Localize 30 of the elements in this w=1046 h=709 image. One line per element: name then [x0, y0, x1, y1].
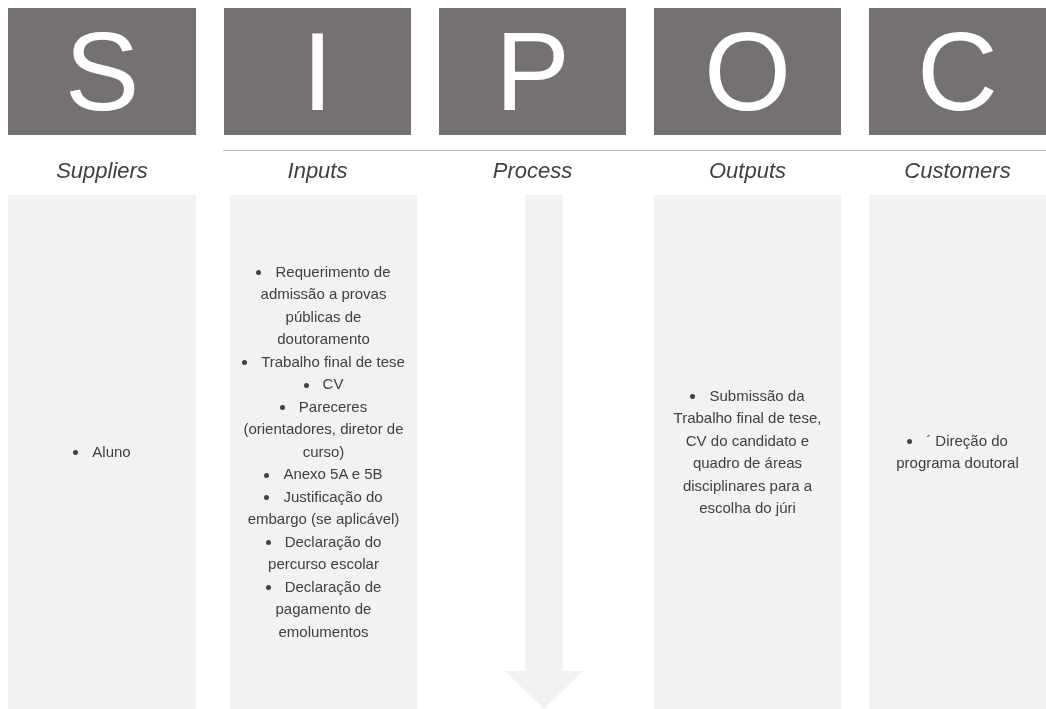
bullet-item: Anexo 5A e 5B	[264, 463, 383, 486]
bullet-item: Declaração do percurso escolar	[240, 530, 407, 576]
letter-tile	[439, 8, 626, 135]
bullet-item: Declaração de pagamento de emolumentos	[240, 575, 407, 644]
tile-letter: C	[917, 15, 998, 128]
tile-letter: O	[703, 15, 792, 128]
bullet-item: Justificação do embargo (se aplicável)	[240, 485, 407, 531]
column-heading: Outputs	[707, 158, 787, 184]
tile-letter: P	[495, 15, 570, 128]
letter-tile	[8, 8, 196, 135]
bullet-item: Aluno	[73, 440, 131, 464]
column-panel	[654, 195, 841, 709]
column-panel	[8, 195, 196, 709]
bullet-item: Requerimento de admissão a provas públicas de doutoramento	[240, 260, 407, 351]
tile-letter: S	[64, 15, 140, 128]
bullet-item: Pareceres (orientadores, diretor de curso)	[240, 395, 407, 464]
column-panel	[869, 195, 1046, 709]
bullet-item: ´ Direção do programa doutoral	[879, 429, 1036, 475]
column-heading: Process	[491, 158, 574, 184]
letter-tile	[654, 8, 841, 135]
letter-tile	[224, 8, 411, 135]
column-heading: Suppliers	[55, 158, 149, 184]
bullet-item: Submissão da Trabalho final de tese, CV do candidato e quadro de áreas disciplinares para a escolha do júri	[664, 384, 831, 520]
column-panel	[230, 195, 417, 709]
column-heading: Customers	[903, 158, 1012, 184]
tile-letter: I	[301, 15, 334, 128]
letter-tile	[869, 8, 1046, 135]
bullet-item: Trabalho final de tese	[242, 350, 405, 374]
column-heading: Inputs	[286, 158, 349, 184]
bullet-item: CV	[303, 373, 344, 396]
